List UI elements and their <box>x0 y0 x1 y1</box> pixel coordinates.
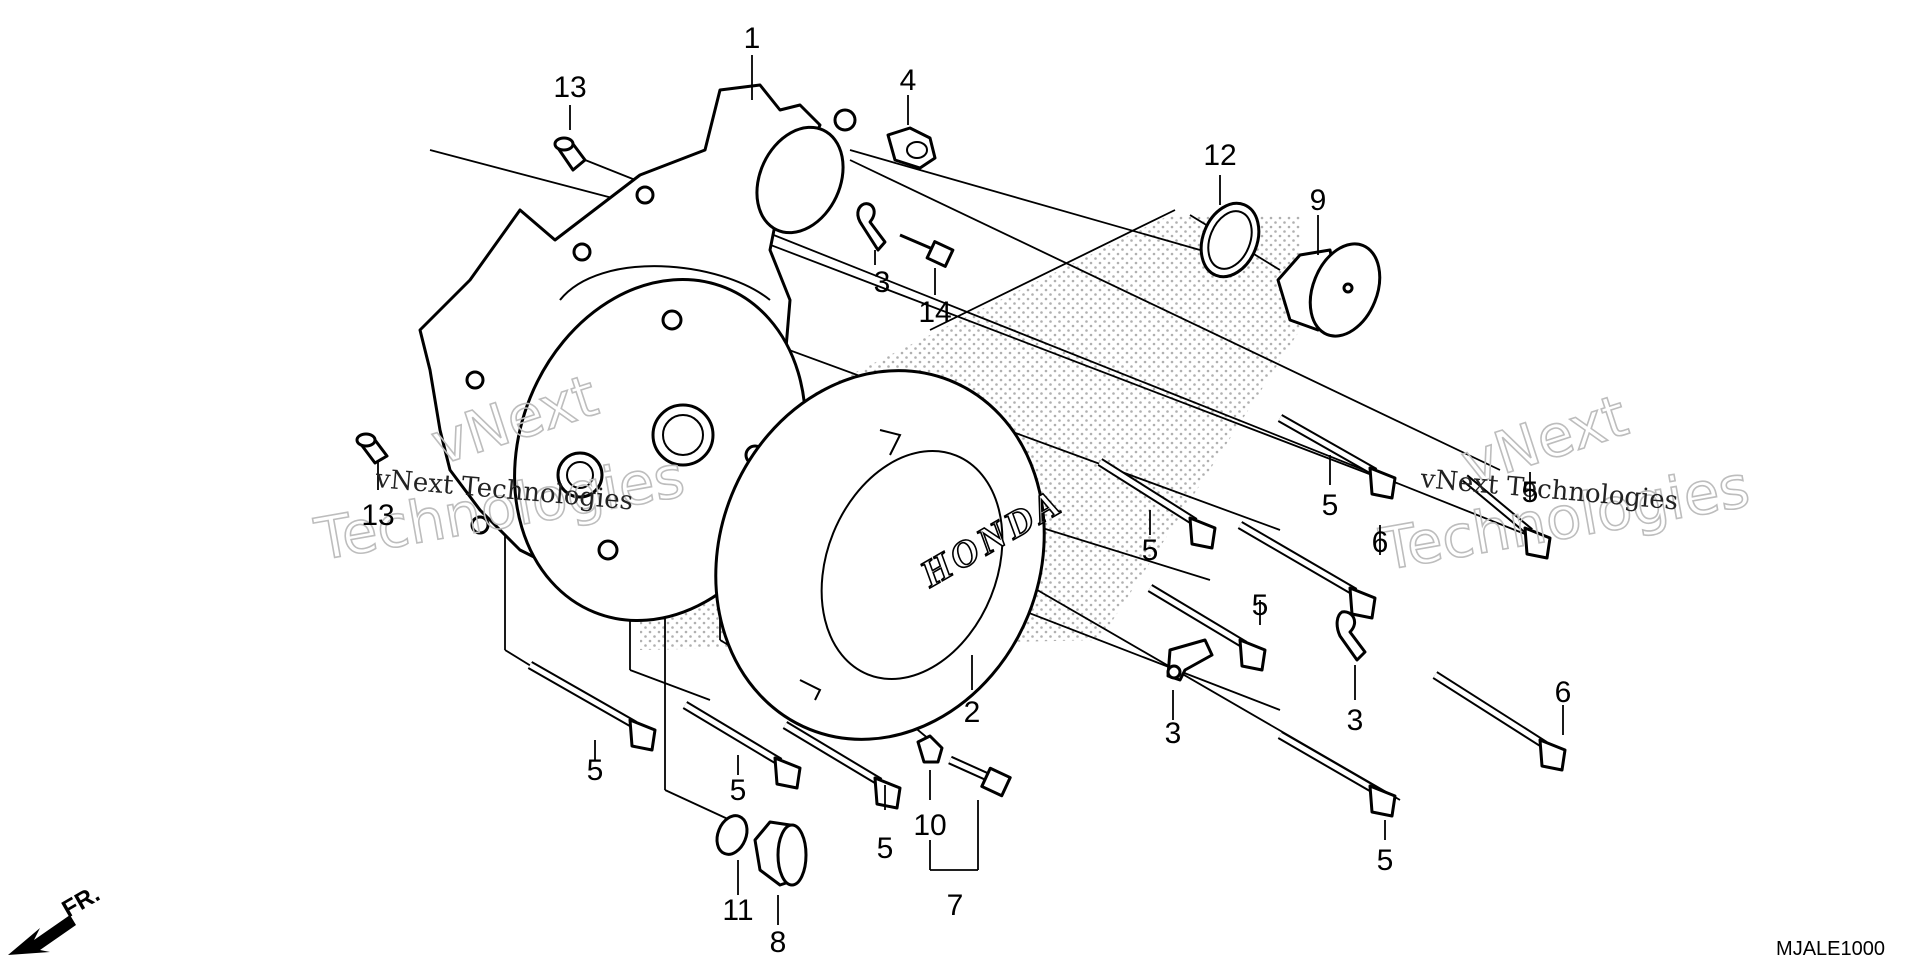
part-5-bolt-lower-mid2 <box>782 721 902 810</box>
part-13-dowel-upper <box>553 136 587 172</box>
part-5-bolt-mid <box>1097 458 1217 550</box>
part-8-plug <box>753 820 808 887</box>
callout-5-a: 5 <box>1322 489 1339 522</box>
front-arrow <box>8 915 76 955</box>
callout-13-lower: 13 <box>361 499 394 532</box>
part-3-clip-upper <box>856 202 887 252</box>
callout-10: 10 <box>913 809 946 842</box>
callout-12: 12 <box>1203 139 1236 172</box>
callout-3-upper: 3 <box>874 266 891 299</box>
part-6-bolt-lower <box>1432 671 1567 772</box>
callout-8: 8 <box>770 926 787 959</box>
part-12-o-ring <box>1199 201 1261 279</box>
callout-6-upper: 6 <box>1372 526 1389 559</box>
part-5-bolt-lower-left <box>527 661 657 752</box>
callout-ticks <box>569 55 1564 925</box>
part-7-bolt <box>948 755 1012 798</box>
part-3-clip-middle <box>1166 638 1214 682</box>
part-5-bolt-center <box>1147 584 1267 672</box>
callout-5-g: 5 <box>877 832 894 865</box>
callout-5-d: 5 <box>1377 844 1394 877</box>
callout-3-middle: 3 <box>1165 717 1182 750</box>
callout-5-e: 5 <box>587 754 604 787</box>
callout-5-b: 5 <box>1142 534 1159 567</box>
part-10-washer <box>916 734 944 764</box>
callout-5-h: 5 <box>1522 476 1539 509</box>
front-label: FR. <box>58 880 105 923</box>
callout-11: 11 <box>722 894 753 927</box>
part-13-dowel-lower <box>355 432 389 465</box>
part-5-bolt-upper-right <box>1277 414 1397 500</box>
callout-6-lower: 6 <box>1555 676 1572 709</box>
part-6-bolt-upper <box>1462 474 1552 560</box>
part-2-outer-cover: HONDA <box>714 369 1071 741</box>
callouts: 1 2 3 3 3 4 5 5 5 5 5 5 5 5 6 6 7 8 9 10… <box>361 22 1571 959</box>
part-5-bolt-lower-right <box>1277 731 1397 818</box>
part-5-bolt-lower-mid1 <box>682 701 802 790</box>
callout-13-upper: 13 <box>553 71 586 104</box>
diagram-code: MJALE1000 <box>1776 938 1885 960</box>
callout-5-f: 5 <box>730 774 747 807</box>
part-11-o-ring <box>715 814 749 856</box>
part-14-bolt <box>899 233 955 268</box>
callout-14: 14 <box>918 296 951 329</box>
part-9-plug <box>1276 242 1382 338</box>
part-3-clip-right <box>1335 610 1367 662</box>
callout-1: 1 <box>744 22 761 55</box>
callout-3-right: 3 <box>1347 704 1364 737</box>
callout-9: 9 <box>1310 184 1327 217</box>
callout-5-c: 5 <box>1252 589 1269 622</box>
callout-2: 2 <box>964 696 981 729</box>
part-4-grommet <box>886 126 937 170</box>
callout-7: 7 <box>947 889 964 922</box>
callout-4: 4 <box>900 64 917 97</box>
part-6-bolt-mid <box>1237 521 1377 620</box>
